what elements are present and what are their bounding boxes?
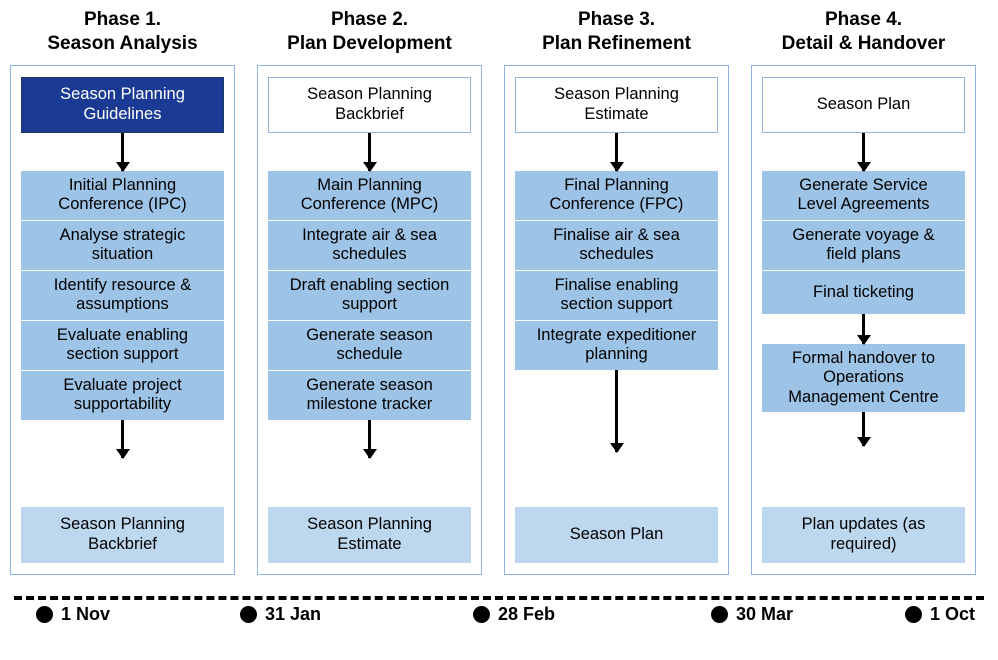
phase-column-2: Phase 2. Plan Development Season Plannin…: [257, 8, 482, 575]
timeline-dashed-line: [14, 596, 984, 600]
phase-1-step-2[interactable]: Analyse strategic situation: [21, 219, 224, 270]
phase-2-header-box[interactable]: Season Planning Backbrief: [268, 76, 471, 133]
phase-1-step-1[interactable]: Initial Planning Conference (IPC): [21, 170, 224, 220]
phase-3-arrow-top: [515, 132, 718, 172]
timeline-tick-2: 31 Jan: [240, 604, 321, 625]
phase-1-spacer: [21, 458, 224, 507]
phase-3-result-box[interactable]: Season Plan: [515, 506, 718, 563]
phase-title-1: Phase 1. Season Analysis: [47, 9, 198, 54]
timeline-label-3: 28 Feb: [498, 604, 556, 624]
phase-3-arrow-bottom: [515, 369, 718, 453]
timeline-label-4: 30 Mar: [736, 604, 794, 624]
phase-1-step-3[interactable]: Identify resource & assumptions: [21, 269, 224, 320]
phase-3-header-box[interactable]: Season Planning Estimate: [515, 76, 718, 133]
phase-1-steps: Initial Planning Conference (IPC) Analys…: [21, 170, 224, 420]
phase-4-steps: Generate Service Level Agreements Genera…: [762, 170, 965, 314]
timeline-dot-icon: [473, 606, 490, 623]
timeline-tick-4: 30 Mar: [711, 604, 793, 625]
phase-4-step-3[interactable]: Final ticketing: [762, 269, 965, 314]
timeline-dot-icon: [36, 606, 53, 623]
phase-1-step-4[interactable]: Evaluate enabling section support: [21, 319, 224, 370]
phase-4-result-box[interactable]: Plan updates (as required): [762, 506, 965, 563]
phase-title-3: Phase 3. Plan Refinement: [542, 9, 691, 54]
phase-4-header-box[interactable]: Season Plan: [762, 76, 965, 133]
timeline-dot-icon: [711, 606, 728, 623]
phase-1-result-box[interactable]: Season Planning Backbrief: [21, 506, 224, 563]
timeline: 1 Nov 31 Jan 28 Feb 30 Mar 1 Oct: [0, 588, 998, 660]
phase-4-arrow-top: [762, 132, 965, 172]
timeline-label-1: 1 Nov: [61, 604, 111, 624]
timeline-dot-icon: [240, 606, 257, 623]
phase-2-steps: Main Planning Conference (MPC) Integrate…: [268, 170, 471, 420]
phase-body-3: Season Planning Estimate Final Planning …: [504, 64, 729, 575]
phase-title-4: Phase 4. Detail & Handover: [781, 9, 946, 54]
phase-2-step-5[interactable]: Generate season milestone tracker: [268, 369, 471, 420]
phase-columns: Phase 1. Season Analysis Season Planning…: [10, 8, 976, 575]
phase-4-arrow-bottom: [762, 412, 965, 448]
phase-body-4: Season Plan Generate Service Level Agree…: [751, 64, 976, 575]
timeline-label-5: 1 Oct: [930, 604, 976, 624]
phase-4-step-4[interactable]: Formal handover to Operations Management…: [762, 343, 965, 413]
phase-2-arrow-bottom: [268, 419, 471, 459]
phase-body-2: Season Planning Backbrief Main Planning …: [257, 64, 482, 575]
timeline-tick-3: 28 Feb: [473, 604, 555, 625]
phase-2-arrow-top: [268, 132, 471, 172]
phase-4-steps-secondary: Formal handover to Operations Management…: [762, 343, 965, 413]
phase-column-1: Phase 1. Season Analysis Season Planning…: [10, 8, 235, 575]
phase-1-header-box[interactable]: Season Planning Guidelines: [21, 76, 224, 133]
phase-2-step-2[interactable]: Integrate air & sea schedules: [268, 219, 471, 270]
phase-1-arrow-top: [21, 132, 224, 172]
phase-column-3: Phase 3. Plan Refinement Season Planning…: [504, 8, 729, 575]
phase-4-step-2[interactable]: Generate voyage & field plans: [762, 219, 965, 270]
phase-3-step-3[interactable]: Finalise enabling section support: [515, 269, 718, 320]
phase-3-step-1[interactable]: Final Planning Conference (FPC): [515, 170, 718, 220]
phase-1-arrow-bottom: [21, 419, 224, 459]
phase-4-step-1[interactable]: Generate Service Level Agreements: [762, 170, 965, 220]
phase-2-step-4[interactable]: Generate season schedule: [268, 319, 471, 370]
timeline-tick-5: 1 Oct: [905, 604, 975, 625]
phase-2-result-box[interactable]: Season Planning Estimate: [268, 506, 471, 563]
phase-3-step-2[interactable]: Finalise air & sea schedules: [515, 219, 718, 270]
phase-3-step-4[interactable]: Integrate expeditioner planning: [515, 319, 718, 370]
phase-4-arrow-middle: [762, 313, 965, 345]
phase-body-1: Season Planning Guidelines Initial Plann…: [10, 64, 235, 575]
phase-2-spacer: [268, 458, 471, 507]
timeline-label-2: 31 Jan: [265, 604, 322, 624]
phase-column-4: Phase 4. Detail & Handover Season Plan G…: [751, 8, 976, 575]
phase-1-step-5[interactable]: Evaluate project supportability: [21, 369, 224, 420]
timeline-tick-1: 1 Nov: [36, 604, 110, 625]
timeline-dot-icon: [905, 606, 922, 623]
phase-3-spacer: [515, 452, 718, 507]
phase-title-2: Phase 2. Plan Development: [287, 9, 452, 54]
phase-3-steps: Final Planning Conference (FPC) Finalise…: [515, 170, 718, 370]
phase-2-step-1[interactable]: Main Planning Conference (MPC): [268, 170, 471, 220]
phase-4-spacer: [762, 446, 965, 507]
phase-2-step-3[interactable]: Draft enabling section support: [268, 269, 471, 320]
